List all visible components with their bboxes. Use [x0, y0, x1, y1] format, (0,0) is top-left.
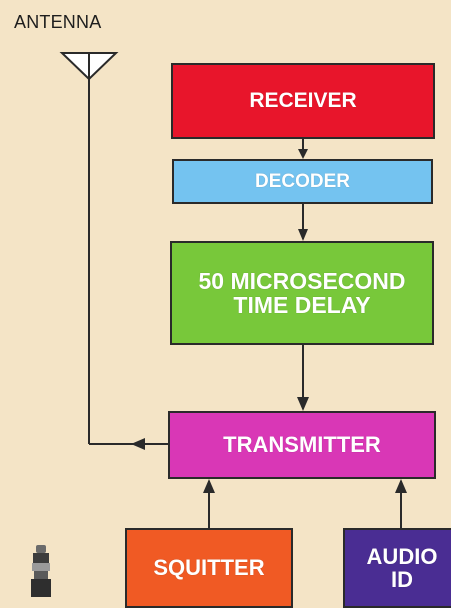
squitter-to-transmitter-arrowhead: [203, 479, 215, 493]
squitter-block: SQUITTER: [125, 528, 293, 608]
audio-to-transmitter-arrowhead: [395, 479, 407, 493]
receiver-block: RECEIVER: [171, 63, 435, 139]
delay-to-transmitter-arrowhead: [297, 397, 309, 411]
antenna-label: ANTENNA: [14, 12, 102, 32]
decoder-to-delay-arrowhead: [298, 229, 308, 241]
decoder-block: DECODER: [172, 159, 433, 204]
transmitter-to-antenna-arrowhead: [131, 438, 145, 450]
antenna-icon: [59, 52, 119, 81]
transmitter-block: TRANSMITTER: [168, 411, 436, 479]
device-icon: [31, 545, 51, 597]
time-delay-block: 50 MICROSECOND TIME DELAY: [170, 241, 434, 345]
receiver-to-decoder-arrowhead: [298, 149, 308, 159]
audio-id-block: AUDIO ID: [343, 528, 451, 608]
